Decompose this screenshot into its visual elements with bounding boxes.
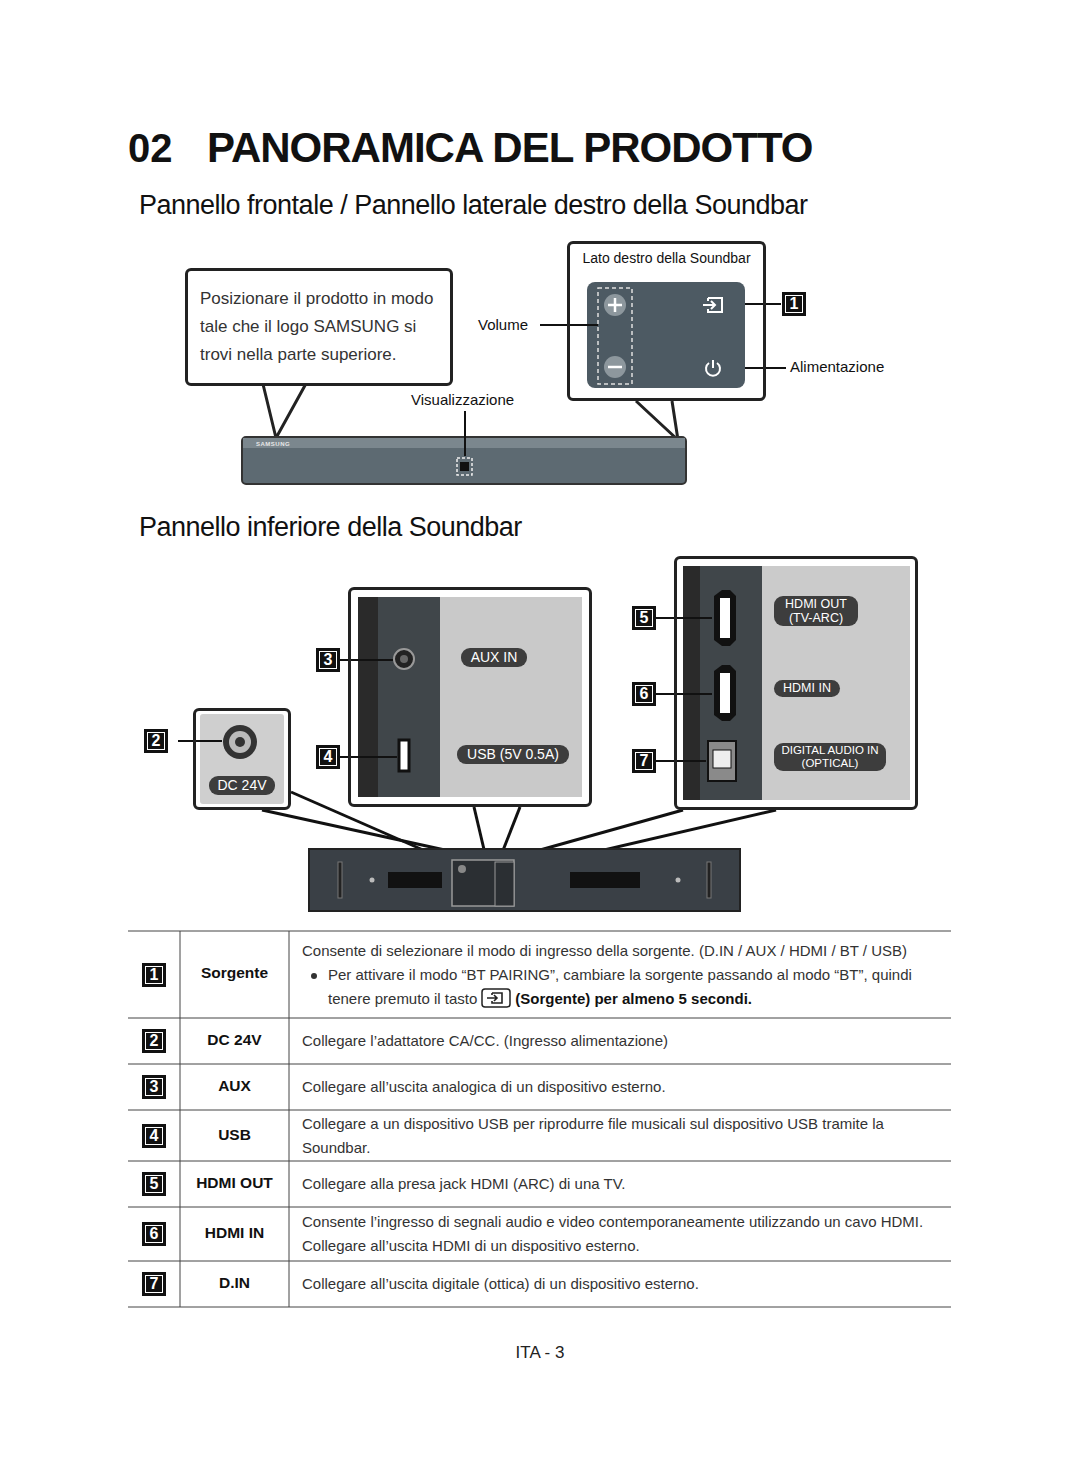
table-name: HDMI IN [180,1224,289,1242]
port-label: USB (5V 0.5A) [457,745,569,764]
bar-slot [338,862,342,898]
optical-port [708,741,736,781]
callout-number: 1 [783,293,805,315]
dc-jack [223,725,257,759]
aux-jack [394,649,414,669]
callout-number: 6 [633,683,655,705]
callout-number: 3 [317,649,339,671]
bar-foot [570,872,640,888]
callout-number: 6 [143,1223,165,1245]
callout-number: 5 [143,1173,165,1195]
section-heading: Pannello inferiore della Soundbar [139,512,522,543]
port-label: HDMI IN [774,680,840,697]
volume-group [598,288,632,384]
bullet-text: Per attivare il modo “BT PAIRING”, cambi… [328,963,948,1011]
table-grid [128,931,951,1307]
table-name: Sorgente [180,964,289,982]
soundbar-bottom [309,849,740,911]
table-name: D.IN [180,1274,289,1292]
table-description: Consente l’ingresso di segnali audio e v… [302,1210,947,1258]
minus-symbol [608,366,622,369]
section-number: 02 [128,126,173,171]
callout-box: Posizionare il prodotto in modo tale che… [185,268,453,386]
panel-edge [358,597,378,797]
power-icon [706,360,720,376]
panel-strip [378,597,440,797]
bar-hole [676,878,681,883]
section-heading: Pannello frontale / Pannello laterale de… [139,190,807,221]
detail-panel: DC 24V [193,708,291,810]
bar-slot [707,862,711,898]
callout-tail [636,401,678,440]
hdmi-out-port [714,590,736,646]
table-name: AUX [180,1077,289,1095]
source-button-icon [481,988,511,1008]
panel-surface [200,714,284,804]
panel-edge [683,566,700,800]
port-area-small [495,862,514,906]
callout-text: Posizionare il prodotto in modo tale che… [200,285,438,369]
hdmi-in-port [714,665,736,721]
table-description: (Sorgente) per almeno 5 secondi. [515,990,752,1007]
table-name: USB [180,1126,289,1144]
bar-hole [370,878,375,883]
callout-number: 2 [145,730,167,752]
callout-tail [262,380,308,438]
bullet-dot [311,973,317,979]
panel-surface [683,566,910,800]
callout-number: 1 [143,964,165,986]
table-description: Collegare all’uscita analogica di un dis… [302,1075,947,1099]
logo-text: SAMSUNG [256,441,290,447]
side-panel-callout: Lato destro della Soundbar [567,241,766,401]
port-label: HDMI OUT (TV-ARC) [774,596,858,626]
table-name: DC 24V [180,1031,289,1049]
panel-strip [700,566,762,800]
callout-number: 5 [633,607,655,629]
part-label: Visualizzazione [411,391,514,408]
detail-panel: HDMI OUT (TV-ARC) HDMI IN DIGITAL AUDIO IN… [674,556,918,810]
volume-plus-button [604,294,626,316]
volume-minus-button [604,356,626,378]
callout-number: 4 [317,746,339,768]
table-description: Collegare l’adattatore CA/CC. (Ingresso … [302,1029,947,1053]
part-label: Alimentazione [790,358,884,375]
callout-number: 4 [143,1125,165,1147]
source-icon [703,298,722,312]
callout-number: 7 [143,1273,165,1295]
port-area [452,860,514,906]
table-description: Collegare alla presa jack HDMI (ARC) di … [302,1172,947,1196]
part-label: Volume [478,316,528,333]
table-description: Consente di selezionare il modo di ingre… [302,939,947,963]
dc-port-small [458,865,466,873]
table-name: HDMI OUT [180,1174,289,1192]
leader-lines [178,618,712,761]
page-title: PANORAMICA DEL PRODOTTO [207,124,812,172]
display-marker [457,458,472,475]
bar-foot [388,872,442,888]
leader-line [464,411,466,456]
display [460,462,469,471]
detail-panel: AUX IN USB (5V 0.5A) [348,587,592,807]
panel-surface [358,597,582,797]
callout-number: 2 [143,1030,165,1052]
callout-number: 3 [143,1076,165,1098]
port-label: DC 24V [209,776,275,795]
usb-port [399,740,409,771]
side-panel [587,282,745,388]
page-number: ITA - 3 [440,1343,640,1363]
panel-heading: Lato destro della Soundbar [570,250,763,266]
callout-number: 7 [633,750,655,772]
leader-line [745,303,781,305]
table-description: Collegare all’uscita digitale (ottica) d… [302,1272,947,1296]
port-label: AUX IN [461,648,527,667]
table-description: Collegare a un dispositivo USB per ripro… [302,1112,947,1160]
plus-symbol [608,298,622,312]
port-label: DIGITAL AUDIO IN (OPTICAL) [774,743,886,771]
